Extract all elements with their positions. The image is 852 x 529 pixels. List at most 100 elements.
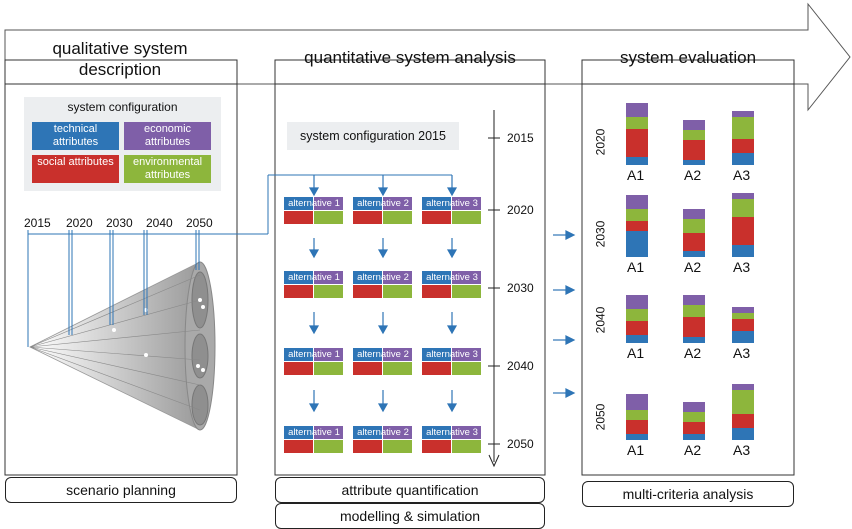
alternative-label: alternative 3	[426, 349, 478, 360]
evaluation-panel	[581, 59, 795, 476]
alternative-axis-label: A1	[627, 167, 645, 183]
evaluation-year-label: 2050	[593, 403, 608, 431]
timeline-year: 2050	[507, 437, 534, 451]
evaluation-year-label: 2030	[593, 220, 608, 248]
bar-segment-technical	[626, 157, 648, 165]
quantitative-panel	[274, 59, 546, 476]
alternative-block: alternative 1	[284, 348, 344, 376]
scenario-year: 2040	[146, 216, 173, 230]
modelling-simulation-box: modelling & simulation	[275, 503, 545, 529]
alternative-quadrant	[284, 426, 313, 439]
bar-segment-economic	[683, 209, 705, 219]
timeline-axis	[488, 110, 500, 468]
alternative-quadrant	[353, 426, 382, 439]
bar-segment-social	[626, 221, 648, 231]
evaluation-title: system evaluation	[619, 48, 757, 67]
alternative-quadrant	[383, 271, 412, 284]
bar-segment-technical	[626, 231, 648, 257]
alternative-quadrant	[284, 285, 313, 298]
alternative-quadrant	[383, 197, 412, 210]
alternative-quadrant	[314, 211, 343, 224]
alternative-quadrant	[284, 348, 313, 361]
alternative-axis-label: A1	[627, 442, 645, 458]
bar-segment-environmental	[732, 390, 754, 414]
alternative-block: alternative 3	[422, 426, 482, 454]
alternative-label: alternative 1	[288, 198, 340, 209]
alternative-label: alternative 1	[288, 427, 340, 438]
alternative-axis-label: A3	[733, 442, 751, 458]
bar-segment-economic	[683, 402, 705, 412]
bar-segment-technical	[732, 153, 754, 165]
bar-segment-social	[626, 129, 648, 157]
system-configuration-legend: system configuration technical attribute…	[24, 97, 221, 191]
bar-segment-economic	[626, 195, 648, 209]
alternative-label: alternative 1	[288, 349, 340, 360]
multi-criteria-analysis-box: multi-criteria analysis	[582, 481, 794, 507]
alternative-block: alternative 3	[422, 271, 482, 299]
bar-segment-social	[683, 317, 705, 337]
alternative-quadrant	[353, 211, 382, 224]
alternative-quadrant	[383, 211, 412, 224]
bar-segment-technical	[732, 245, 754, 257]
alternative-label: alternative 3	[426, 198, 478, 209]
alternative-quadrant	[284, 197, 313, 210]
alternative-quadrant	[314, 426, 343, 439]
alternative-quadrant	[422, 285, 451, 298]
bar-segment-environmental	[626, 410, 648, 420]
alternative-label: alternative 1	[288, 272, 340, 283]
qualitative-panel	[4, 59, 238, 476]
bar-segment-economic	[683, 120, 705, 130]
bar-segment-environmental	[732, 117, 754, 139]
alternative-quadrant	[422, 197, 451, 210]
alternative-quadrant	[314, 271, 343, 284]
bar-segment-social	[683, 140, 705, 160]
bar-segment-environmental	[683, 130, 705, 140]
alternative-axis-label: A2	[684, 259, 702, 275]
legend-title: system configuration	[67, 100, 178, 114]
alternative-quadrant	[452, 362, 481, 375]
bar-segment-social	[683, 233, 705, 251]
alternative-quadrant	[452, 211, 481, 224]
alternative-quadrant	[422, 426, 451, 439]
timeline-year: 2015	[507, 131, 534, 145]
alternative-quadrant	[314, 197, 343, 210]
legend-environmental: environmental attributes	[124, 155, 211, 183]
evaluation-year-label: 2020	[593, 128, 608, 156]
bar-segment-technical	[732, 331, 754, 343]
bar-segment-economic	[626, 103, 648, 117]
alternative-quadrant	[353, 440, 382, 453]
bar-segment-technical	[732, 428, 754, 440]
alternative-block: alternative 2	[353, 197, 413, 225]
alternative-quadrant	[422, 440, 451, 453]
bar-segment-technical	[683, 160, 705, 165]
alternative-quadrant	[314, 348, 343, 361]
alternative-quadrant	[383, 440, 412, 453]
step-arrows	[308, 238, 458, 413]
bar-segment-social	[626, 420, 648, 434]
alternative-block: alternative 1	[284, 426, 344, 454]
bar-segment-environmental	[626, 309, 648, 321]
alternative-quadrant	[452, 197, 481, 210]
alternative-block: alternative 1	[284, 271, 344, 299]
bar-segment-technical	[626, 434, 648, 440]
bar-segment-social	[732, 414, 754, 428]
alternative-block: alternative 2	[353, 426, 413, 454]
qualitative-title: qualitative system description	[52, 39, 188, 79]
bar-segment-social	[626, 321, 648, 335]
alternative-quadrant	[383, 348, 412, 361]
bar-segment-social	[732, 217, 754, 245]
bar-segment-environmental	[626, 209, 648, 221]
bar-segment-social	[732, 319, 754, 331]
quantitative-title: quantitative system analysis	[304, 48, 516, 67]
scenario-planning-box: scenario planning	[5, 477, 237, 503]
bar-segment-economic	[732, 193, 754, 199]
bar-segment-economic	[683, 295, 705, 305]
bar-segment-environmental	[626, 117, 648, 129]
alternative-quadrant	[422, 271, 451, 284]
bar-segment-economic	[732, 307, 754, 313]
scenario-year: 2030	[106, 216, 133, 230]
alternative-label: alternative 3	[426, 427, 478, 438]
alternative-quadrant	[353, 197, 382, 210]
alternative-quadrant	[452, 271, 481, 284]
alternative-block: alternative 2	[353, 348, 413, 376]
